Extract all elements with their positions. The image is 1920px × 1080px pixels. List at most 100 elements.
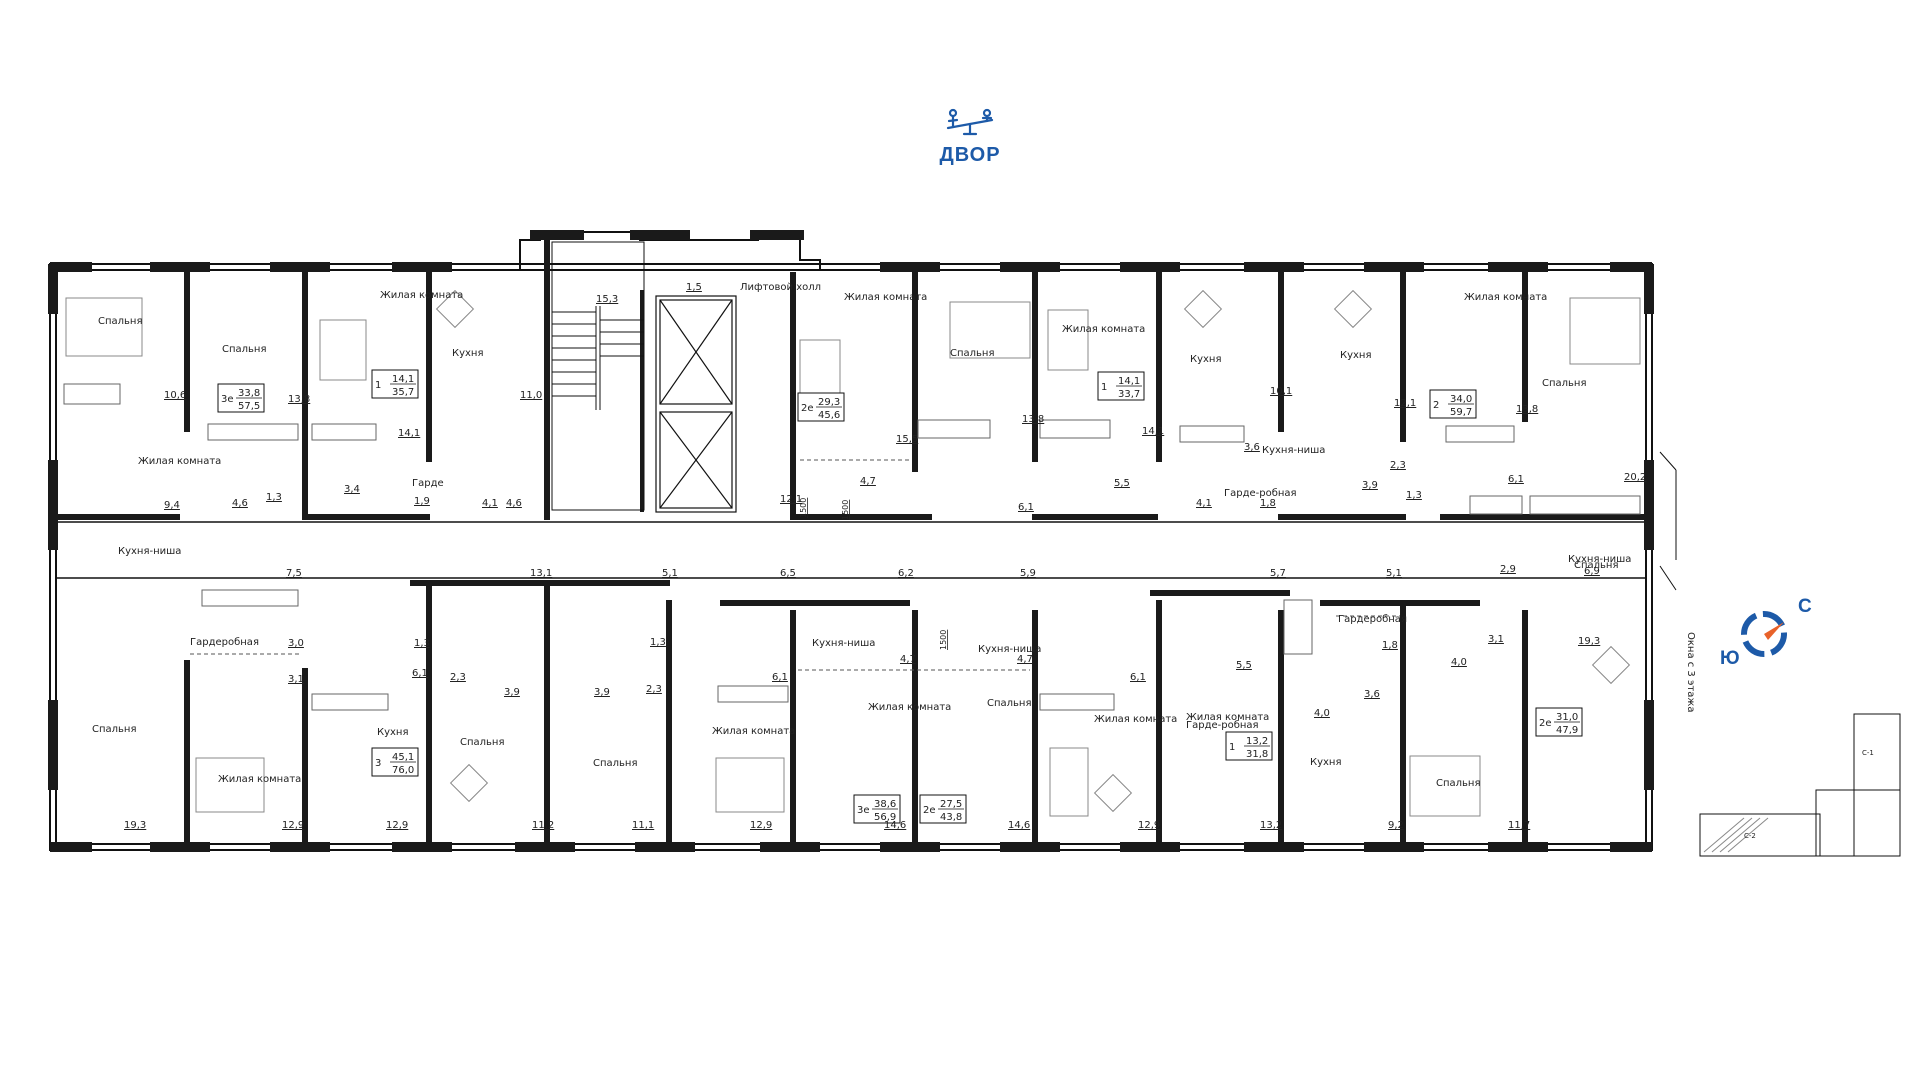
apartment-living-area: 33,8 [238,388,260,399]
area-value: 6,1 [1018,502,1034,513]
area-value: 4,0 [1451,657,1467,668]
area-value: 5,1 [1386,568,1402,579]
area-value: 2,3 [1390,460,1406,471]
room-label: Спальня [460,737,505,748]
area-value: 3,0 [288,638,304,649]
area-value: 10,1 [1270,386,1292,397]
block-label-c1: С-1 [1862,749,1874,757]
area-value: 2,3 [450,672,466,683]
room-label: Кухня [452,348,484,359]
apartment-living-area: 45,1 [392,752,414,763]
area-value: 15,3 [596,294,618,305]
area-value: 1500 [841,500,850,520]
room-label: Кухня [1190,354,1222,365]
apartment-rooms: 1 [375,380,381,391]
area-value: 1,9 [414,496,430,507]
room-label: Спальня [1436,778,1481,789]
area-value: 6,2 [898,568,914,579]
apartment-tag: 114,135,7 [371,369,419,399]
area-value: 12,1 [1394,398,1416,409]
room-label: Кухня [1340,350,1372,361]
area-value: 13,8 [1516,404,1538,415]
apartment-total-area: 31,8 [1246,749,1268,760]
room-label: Жилая комната [712,726,795,737]
area-value: 2,3 [646,684,662,695]
yard-label: ДВОР [939,144,1001,166]
apartment-rooms: 2е [923,805,936,816]
room-label: Кухня-ниша [1568,554,1631,565]
room-label: Гарде-робная [1224,488,1297,499]
area-value: 15,5 [896,434,918,445]
area-value: 12,1 [780,494,802,505]
area-value: 9,2 [1388,820,1404,831]
room-label: Жилая комната [138,456,221,467]
apartment-living-area: 13,2 [1246,736,1268,747]
area-value: 11,1 [632,820,654,831]
side-note: Окна с 3 этажа [1685,632,1696,713]
apartment-rooms: 1 [1101,382,1107,393]
room-label: Лифтовой холл [740,282,821,293]
area-value: 4,7 [1017,654,1033,665]
apartment-tag: 234,059,7 [1429,389,1477,419]
room-label: Жилая комната [868,702,951,713]
room-label: Спальня [222,344,267,355]
room-label: Кухня [1310,757,1342,768]
area-value: 4,7 [900,654,916,665]
area-value: 4,7 [860,476,876,487]
area-value: 12,9 [386,820,408,831]
area-value: 4,0 [1314,708,1330,719]
block-label-c2: С-2 [1744,832,1756,840]
room-label: Жилая комната [1094,714,1177,725]
compass: С Ю [1720,596,1812,676]
room-label: Спальня [1574,560,1619,571]
room-label: Жилая комната [844,292,927,303]
area-value: 1,3 [414,638,430,649]
area-value: 4,6 [232,498,248,509]
room-label: Спальня [92,724,137,735]
apartment-total-area: 56,9 [874,812,896,823]
apartment-rooms: 2е [1539,718,1552,729]
room-label: Кухня-ниша [1262,445,1325,456]
apartment-living-area: 31,0 [1556,712,1578,723]
room-label: Гарде-робная [1186,720,1259,731]
area-value: 13,2 [1260,820,1282,831]
area-value: 6,1 [1130,672,1146,683]
area-value: 1,8 [1260,498,1276,509]
compass-north-label: С [1798,596,1812,617]
area-value: 12,9 [1138,820,1160,831]
area-value: 3,1 [1488,634,1504,645]
apartment-rooms: 1 [1229,742,1235,753]
room-label: Спальня [1542,378,1587,389]
apartment-living-area: 29,3 [818,397,840,408]
area-value: 2,9 [1500,564,1516,575]
apartment-total-area: 59,7 [1450,407,1472,418]
area-value: 11,2 [532,820,554,831]
area-value: 6,5 [780,568,796,579]
area-value: 3,1 [288,674,304,685]
apartment-living-area: 14,1 [1118,376,1140,387]
area-value: 19,3 [1578,636,1600,647]
room-label: Кухня-ниша [812,638,875,649]
room-label: Жилая комната [218,774,301,785]
area-value: 5,9 [1020,568,1036,579]
apartment-living-area: 14,1 [392,374,414,385]
room-label: Спальня [593,758,638,769]
yard-marker: ДВОР [920,108,1020,167]
compass-south-label: Ю [1720,648,1740,669]
area-value: 20,2 [1624,472,1646,483]
area-value: 14,6 [884,820,906,831]
apartment-tag: 1 13,2 31,8 [1225,731,1273,761]
compass-icon [1741,611,1787,657]
apartment-living-area: 27,5 [940,799,962,810]
apartment-total-area: 45,6 [818,410,840,421]
apartment-total-area: 47,9 [1556,725,1578,736]
area-value: 5,5 [1114,478,1130,489]
room-label: Спальня [98,316,143,327]
area-value: 19,3 [124,820,146,831]
apartment-rooms: 3е [857,805,870,816]
apartment-tag: 345,176,0 [371,747,419,777]
